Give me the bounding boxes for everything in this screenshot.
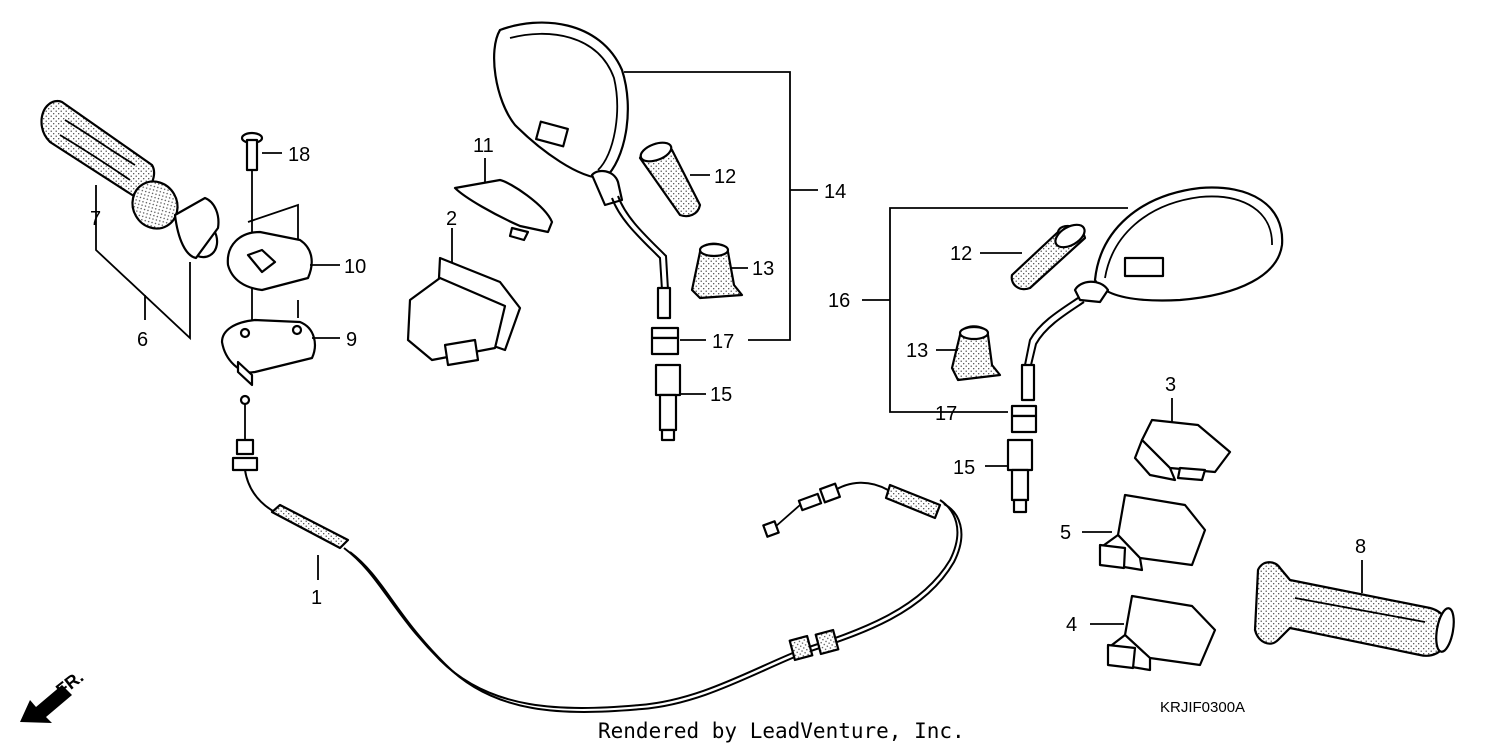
mirror-boot-part-13-left — [690, 242, 748, 300]
leader-6-7 — [95, 185, 191, 341]
callout-18: 18 — [288, 144, 310, 166]
cover-part-11 — [453, 158, 554, 242]
switch-part-5 — [1082, 493, 1207, 572]
right-grip-part-8 — [1253, 560, 1455, 657]
adapter-part-15-left — [654, 363, 706, 442]
callout-labels: 1 2 3 4 5 6 7 8 9 10 11 12 12 13 13 14 1… — [90, 135, 1366, 636]
callout-13-left: 13 — [752, 258, 774, 280]
callout-14: 14 — [824, 181, 846, 203]
switch-part-3 — [1133, 398, 1232, 482]
nut-part-17-right — [1010, 404, 1038, 434]
callout-4: 4 — [1066, 614, 1077, 636]
callout-17-right: 17 — [935, 403, 957, 425]
left-grip-part-7 — [40, 99, 220, 260]
callout-12-right: 12 — [950, 243, 972, 265]
switch-part-2 — [406, 228, 522, 367]
mirror-boot-part-12-right — [980, 223, 1087, 291]
right-mirror-part-16 — [862, 186, 1284, 413]
nut-part-17-left — [650, 326, 706, 356]
credit-text: Rendered by LeadVenture, Inc. — [598, 719, 965, 743]
callout-16: 16 — [828, 290, 850, 312]
upper-housing-part-10 — [226, 203, 340, 292]
callout-1: 1 — [311, 587, 322, 609]
callout-13-right: 13 — [906, 340, 928, 362]
callout-2: 2 — [446, 208, 457, 230]
callout-3: 3 — [1165, 374, 1176, 396]
callout-15-right: 15 — [953, 457, 975, 479]
front-direction-arrow: FR. — [20, 667, 87, 723]
callout-5: 5 — [1060, 522, 1071, 544]
lower-housing-part-9 — [220, 300, 340, 387]
adapter-part-15-right — [985, 438, 1034, 514]
diagram-code: KRJIF0300A — [1160, 699, 1245, 716]
throttle-cable-part-1 — [231, 394, 963, 713]
callout-7: 7 — [90, 208, 101, 230]
callout-10: 10 — [344, 256, 366, 278]
callout-8: 8 — [1355, 536, 1366, 558]
mirror-boot-part-13-right — [936, 325, 1002, 382]
callout-9: 9 — [346, 329, 357, 351]
left-mirror-part-14 — [493, 21, 818, 341]
callout-17-left: 17 — [712, 331, 734, 353]
callout-12-left: 12 — [714, 166, 736, 188]
callout-15-left: 15 — [710, 384, 732, 406]
switch-part-4 — [1090, 594, 1217, 672]
callout-6: 6 — [137, 329, 148, 351]
mirror-boot-part-12-left — [638, 141, 710, 218]
callout-11: 11 — [473, 135, 494, 157]
